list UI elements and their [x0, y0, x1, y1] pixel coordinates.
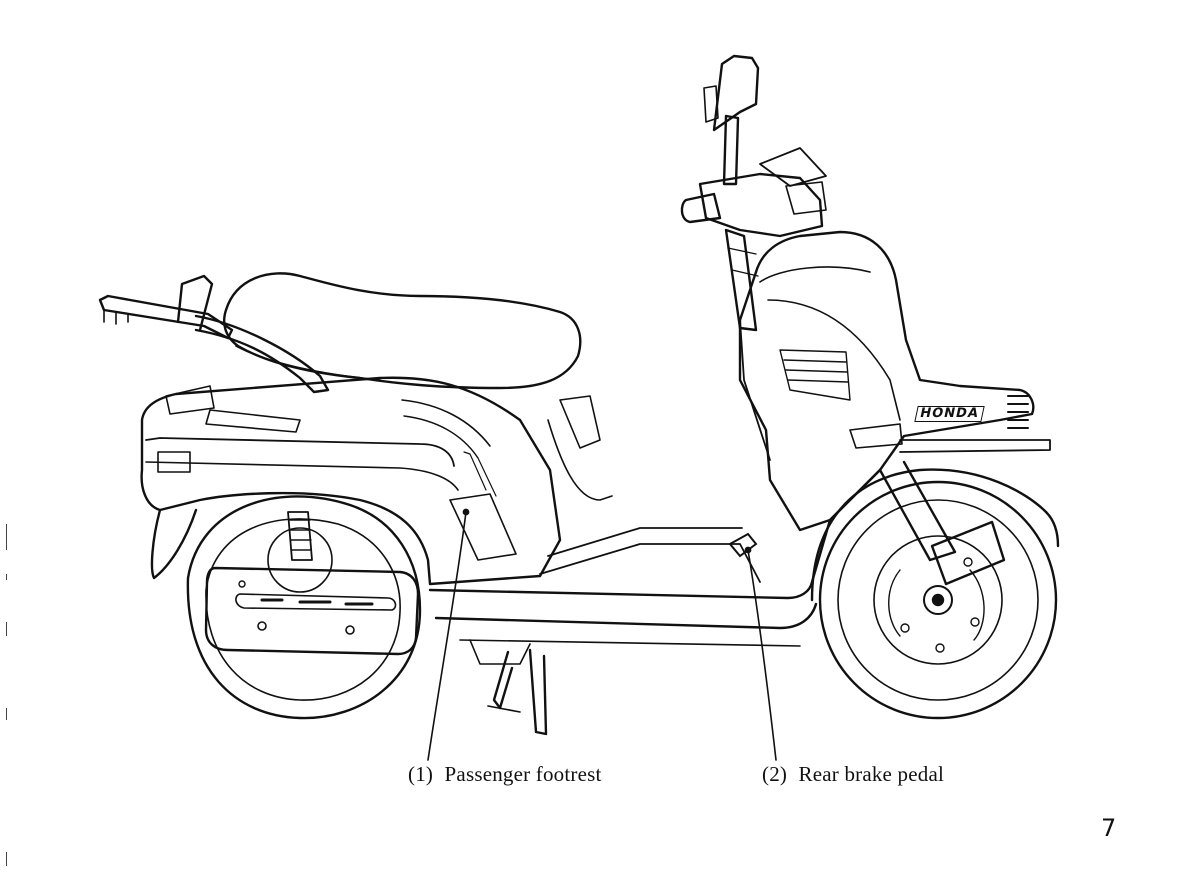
leader-dot-footrest [462, 508, 470, 516]
front-fork [878, 460, 1006, 586]
rear-shock [287, 511, 313, 561]
edge-mark [6, 708, 8, 720]
edge-mark [6, 852, 8, 866]
leader-line-brake-pedal [747, 549, 777, 761]
page-number: 7 [1101, 814, 1117, 842]
edge-mark [6, 622, 8, 636]
callout-rear-brake-pedal: (2) Rear brake pedal [762, 762, 944, 787]
brake-pedal-shape [728, 532, 758, 558]
leader-line-footrest [427, 511, 467, 761]
rear-wheel [186, 495, 422, 720]
handlebar [680, 147, 827, 238]
front-fender [810, 468, 1060, 602]
callout-number: (2) [762, 762, 788, 786]
steering-column [724, 228, 759, 332]
callout-label: Rear brake pedal [798, 762, 944, 786]
rear-fender [150, 508, 198, 580]
front-cowl [738, 230, 1051, 532]
edge-mark [6, 524, 8, 550]
callout-passenger-footrest: (1) Passenger footrest [408, 762, 602, 787]
edge-mark [6, 574, 8, 580]
mirror [703, 54, 760, 186]
center-stand [487, 648, 548, 736]
rear-carrier [98, 274, 330, 394]
rear-body [140, 376, 562, 586]
muffler [204, 566, 420, 656]
callout-number: (1) [408, 762, 434, 786]
center-panel [547, 395, 613, 501]
callout-label: Passenger footrest [444, 762, 602, 786]
front-wheel [818, 480, 1058, 720]
